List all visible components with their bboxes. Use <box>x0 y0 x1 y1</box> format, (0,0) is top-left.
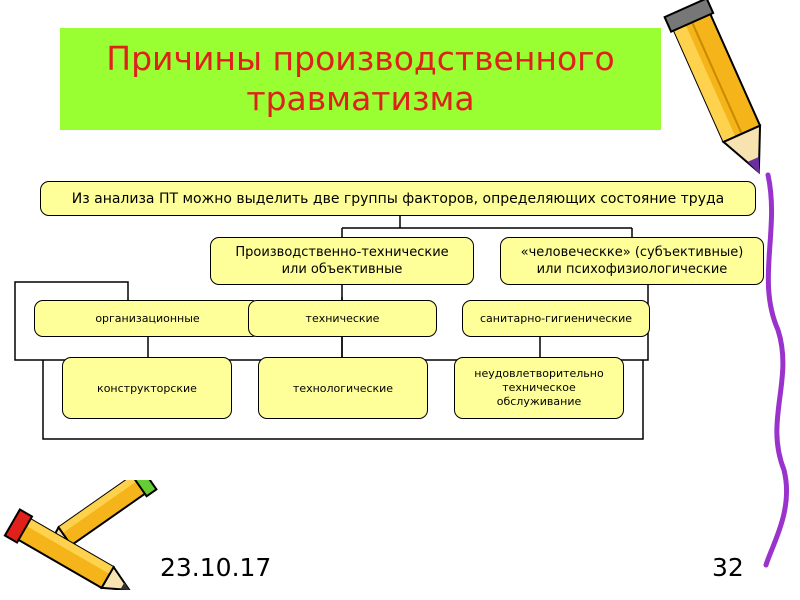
group-objective-node: Производственно-технические или объектив… <box>210 237 474 285</box>
slide-title-line-2: травматизма <box>246 79 475 118</box>
group-subjective-line-2: или психофизиологические <box>536 262 728 277</box>
connector-bottom-bracket <box>42 360 644 440</box>
pencils-left-illustration <box>3 480 158 590</box>
slide-page-number: 32 <box>712 553 744 582</box>
factor-design-node: конструкторские <box>62 357 232 419</box>
factor-organizational-node: организационные <box>34 300 261 337</box>
factor-technical-node: технические <box>248 300 437 337</box>
factor-design-text: конструкторские <box>97 381 197 395</box>
factor-sanitary-node: санитарно-гигиенические <box>462 300 650 337</box>
group-objective-line-2: или объективные <box>281 262 403 277</box>
slide-date: 23.10.17 <box>160 553 272 582</box>
factor-maintenance-line-1: неудовлетворительно <box>474 367 604 380</box>
factor-maintenance-line-3: обслуживание <box>496 395 582 408</box>
factor-technical-text: технические <box>305 312 380 325</box>
root-factors-node: Из анализа ПТ можно выделить две группы … <box>40 181 756 216</box>
group-subjective-line-1: «человеческке» (субъективные) <box>520 245 744 260</box>
factor-technological-text: технологические <box>292 381 394 395</box>
pencil-right-illustration <box>663 0 790 568</box>
factor-sanitary-text: санитарно-гигиенические <box>480 312 632 325</box>
group-subjective-node: «человеческке» (субъективные) или психоф… <box>500 237 764 285</box>
slide-title-box: Причины производственного травматизма <box>60 28 661 130</box>
factor-maintenance-line-2: техническое <box>502 381 576 394</box>
factor-technological-node: технологические <box>258 357 428 419</box>
group-objective-line-1: Производственно-технические <box>235 245 449 260</box>
connector-subjective-bracket <box>14 281 649 361</box>
slide-title-line-1: Причины производственного <box>106 39 615 78</box>
factor-maintenance-node: неудовлетворительно техническое обслужив… <box>454 357 624 419</box>
root-factors-text: Из анализа ПТ можно выделить две группы … <box>71 190 725 207</box>
factor-organizational-text: организационные <box>95 312 200 325</box>
